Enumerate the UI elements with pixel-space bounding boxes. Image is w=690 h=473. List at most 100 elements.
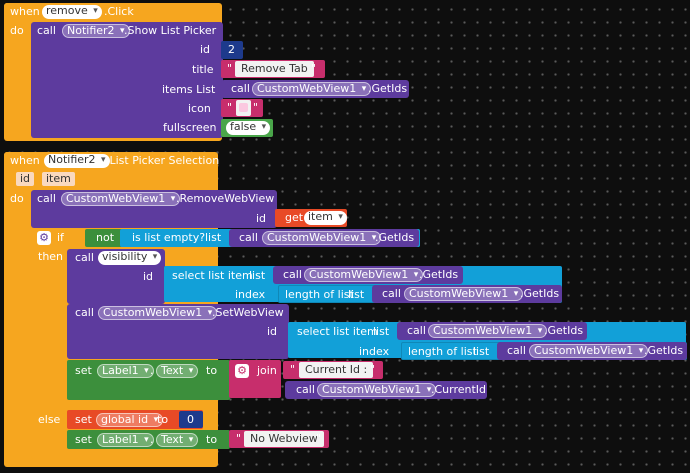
kw-when: when [10, 154, 40, 167]
current-id-label: .CurrentId [431, 383, 487, 396]
prop-dot: . [150, 433, 154, 446]
current-id-text[interactable]: Current Id : [299, 362, 374, 378]
param-index: index [359, 345, 390, 358]
number-2-block[interactable] [221, 41, 243, 59]
kw-if: if [57, 231, 64, 244]
is-list-empty-label: is list empty? [132, 231, 206, 244]
click-event-label: .Click [104, 5, 134, 18]
length-of-list-label: length of list [408, 345, 477, 358]
gear-icon[interactable]: ⚙ [235, 364, 249, 378]
set-webview-label: .SetWebView [212, 306, 284, 319]
kw-call: call [37, 192, 56, 205]
kw-set: set [75, 433, 92, 446]
kw-do: do [10, 24, 24, 37]
quote-open: " [227, 101, 233, 114]
kw-to: to [206, 433, 218, 446]
remove-button-dropdown[interactable]: remove [42, 5, 102, 19]
quote-open: " [236, 432, 242, 445]
call-show-list-picker[interactable] [31, 22, 223, 138]
prop-dot: . [150, 364, 154, 377]
webview-dropdown[interactable]: CustomWebView1 [252, 82, 372, 96]
remove-tab-text[interactable]: Remove Tab [235, 61, 314, 77]
param-title: title [192, 63, 214, 76]
param-id: id [267, 325, 278, 338]
event-param-id[interactable]: id [16, 172, 35, 186]
select-list-item-label: select list item [172, 269, 253, 282]
select-list-item-label: select list item [297, 325, 378, 338]
kw-call: call [75, 251, 94, 264]
false-dropdown[interactable]: false [226, 121, 271, 135]
kw-call: call [382, 287, 401, 300]
show-list-picker-label: .Show List Picker [124, 24, 217, 37]
webview-dropdown[interactable]: CustomWebView1 [428, 324, 548, 338]
length-of-list-label: length of list [285, 288, 354, 301]
getids-label: .GetIds [375, 231, 415, 244]
number-0[interactable]: 0 [187, 413, 194, 426]
webview-dropdown[interactable]: CustomWebView1 [262, 231, 382, 245]
text-prop-dropdown[interactable]: Text [156, 364, 199, 378]
number-0-block[interactable] [179, 411, 203, 428]
param-items-list: items List [162, 83, 216, 96]
getids-label: .GetIds [544, 324, 584, 337]
list-picker-selection-label: .List Picker Selection [106, 154, 220, 167]
kw-else: else [38, 413, 61, 426]
visibility-dropdown[interactable]: visibility [98, 251, 162, 265]
kw-not: not [96, 231, 115, 244]
kw-call: call [407, 324, 426, 337]
number-2[interactable]: 2 [228, 43, 235, 56]
webview-dropdown[interactable]: CustomWebView1 [317, 383, 437, 397]
getids-label: .GetIds [520, 287, 560, 300]
icon-string[interactable] [236, 100, 251, 116]
quote-close: " [370, 363, 376, 376]
kw-call: call [283, 268, 302, 281]
kw-then: then [38, 250, 64, 263]
gear-icon[interactable]: ⚙ [37, 231, 51, 245]
kw-call: call [296, 383, 315, 396]
kw-to: to [157, 413, 169, 426]
item-dropdown[interactable]: item [304, 211, 347, 225]
icon-swatch [239, 103, 248, 112]
no-webview-text[interactable]: No Webview [244, 431, 324, 447]
list-label: list [473, 345, 490, 358]
param-fullscreen: fullscreen [163, 121, 217, 134]
list-label: list [373, 325, 390, 338]
label1-dropdown[interactable]: Label1 [97, 433, 154, 447]
remove-webview-label: .RemoveWebView [176, 192, 275, 205]
getids-label: .GetIds [644, 344, 684, 357]
kw-call: call [75, 306, 94, 319]
param-id: id [256, 212, 267, 225]
global-id-dropdown[interactable]: global id [96, 413, 164, 427]
webview-dropdown[interactable]: CustomWebView1 [98, 306, 218, 320]
quote-close: " [311, 62, 317, 75]
kw-call: call [507, 344, 526, 357]
quote-open: " [290, 363, 296, 376]
param-id: id [143, 270, 154, 283]
event-param-item[interactable]: item [42, 172, 75, 186]
quote-close: " [253, 101, 259, 114]
list-label: list [205, 231, 222, 244]
notifier-dropdown-2[interactable]: Notifier2 [44, 154, 110, 168]
kw-call: call [239, 231, 258, 244]
kw-get: get [285, 211, 304, 224]
getids-label: .GetIds [368, 82, 408, 95]
quote-open: " [227, 62, 233, 75]
label1-dropdown[interactable]: Label1 [97, 364, 154, 378]
list-label: list [249, 269, 266, 282]
getids-label: .GetIds [419, 268, 459, 281]
kw-call: call [37, 24, 56, 37]
webview-dropdown[interactable]: CustomWebView1 [61, 192, 181, 206]
kw-to: to [206, 364, 218, 377]
kw-call: call [231, 82, 250, 95]
notifier-dropdown[interactable]: Notifier2 [62, 24, 130, 38]
kw-set: set [75, 364, 92, 377]
param-icon: icon [188, 102, 211, 115]
kw-do: do [10, 192, 24, 205]
param-id: id [200, 43, 211, 56]
kw-when: when [10, 5, 40, 18]
webview-dropdown[interactable]: CustomWebView1 [529, 344, 649, 358]
text-prop-dropdown[interactable]: Text [156, 433, 199, 447]
webview-dropdown[interactable]: CustomWebView1 [304, 268, 424, 282]
webview-dropdown[interactable]: CustomWebView1 [404, 287, 524, 301]
param-index: index [235, 288, 266, 301]
kw-join: join [257, 364, 277, 377]
